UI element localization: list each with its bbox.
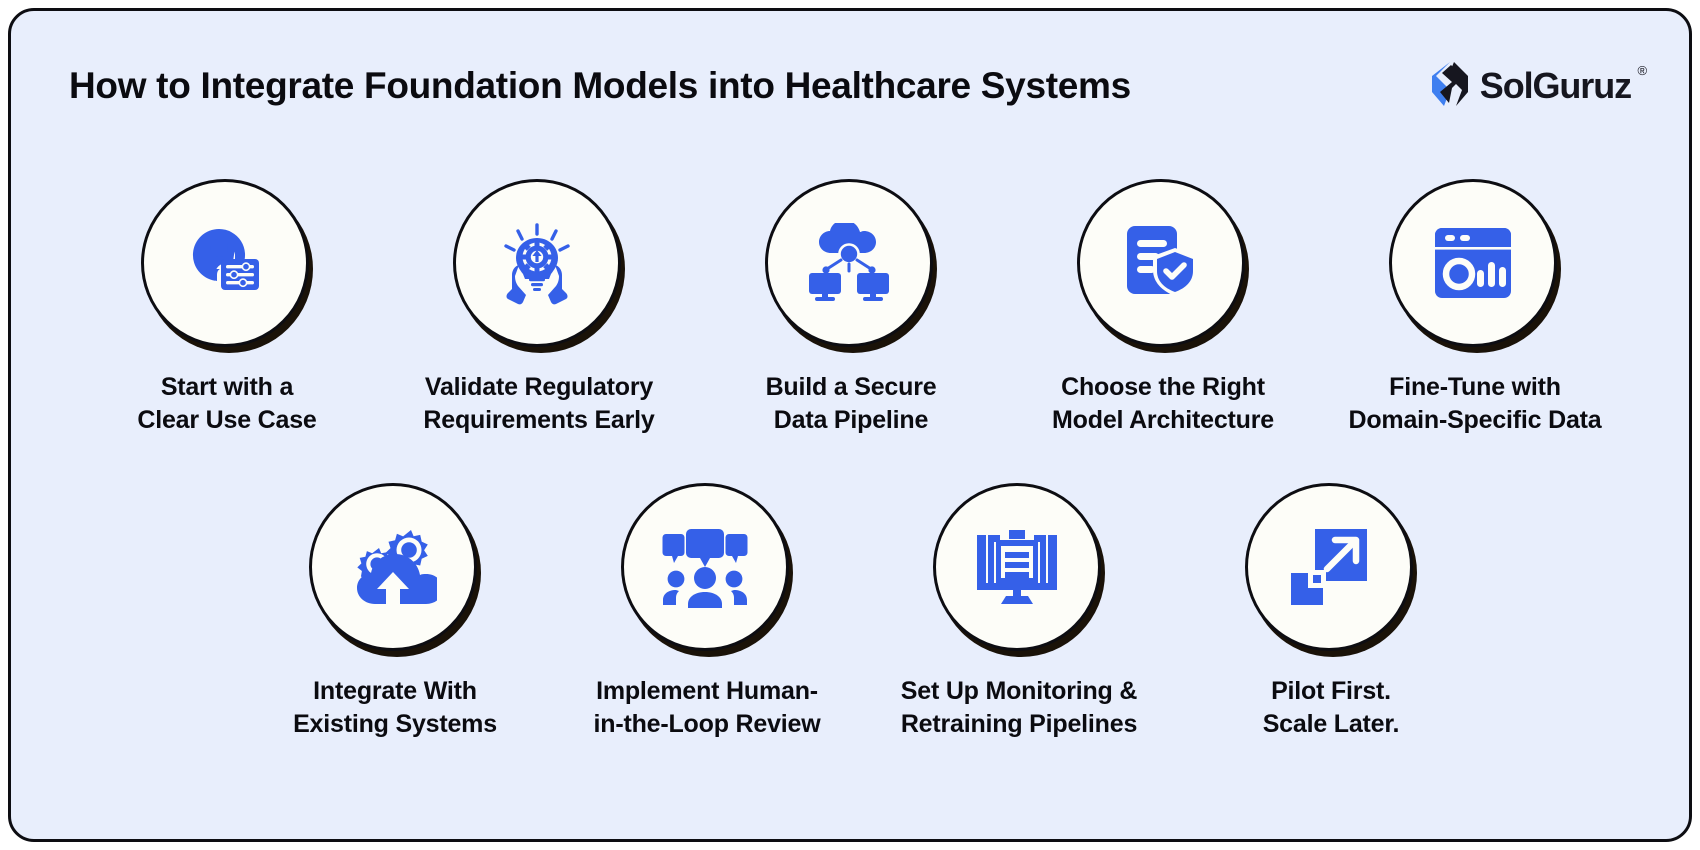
step-icon-badge-5 (1389, 179, 1561, 351)
step-circle-7 (621, 483, 789, 651)
step-circle-5 (1389, 179, 1557, 347)
infographic-frame: How to Integrate Foundation Models into … (8, 8, 1692, 842)
brand-logo: SolGuruz ® (1430, 59, 1647, 114)
step-card-3[interactable]: Build a Secure Data Pipeline (721, 179, 981, 437)
brand-logo-text: SolGuruz ® (1479, 63, 1647, 107)
step-card-9[interactable]: Pilot First. Scale Later. (1201, 483, 1461, 741)
steps-grid: Start with a Clear Use Case (11, 11, 1689, 839)
step-circle-8 (933, 483, 1101, 651)
step-circle-2 (453, 179, 621, 347)
page-title: How to Integrate Foundation Models into … (69, 65, 1131, 106)
step-card-1[interactable]: Start with a Clear Use Case (97, 179, 357, 437)
brand-logo-label: SolGuruz (1479, 65, 1632, 106)
step-card-7[interactable]: Implement Human- in-the-Loop Review (577, 483, 837, 741)
cloud-network-monitors-icon (805, 223, 893, 303)
step-icon-badge-7 (621, 483, 793, 655)
step-icon-badge-8 (933, 483, 1105, 655)
step-card-4[interactable]: Choose the Right Model Architecture (1033, 179, 1293, 437)
step-label-4: Choose the Right Model Architecture (1052, 373, 1274, 434)
step-icon-badge-4 (1077, 179, 1249, 351)
step-circle-1 (141, 179, 309, 347)
step-icon-badge-6 (309, 483, 481, 655)
solguruz-chevron-logo-icon (1430, 59, 1476, 114)
step-card-8[interactable]: Set Up Monitoring & Retraining Pipelines (889, 483, 1149, 741)
step-card-5[interactable]: Fine-Tune with Domain-Specific Data (1345, 179, 1605, 437)
step-label-5: Fine-Tune with Domain-Specific Data (1348, 373, 1602, 434)
header: How to Integrate Foundation Models into … (11, 51, 1689, 121)
step-circle-3 (765, 179, 933, 347)
monitor-clipboard-checklist-icon (975, 527, 1059, 607)
step-label-1: Start with a Clear Use Case (137, 373, 317, 434)
step-circle-6 (309, 483, 477, 651)
step-label-7: Implement Human- in-the-Loop Review (593, 677, 821, 738)
registered-trademark-icon: ® (1637, 63, 1648, 78)
step-label-3: Build a Secure Data Pipeline (765, 373, 937, 434)
browser-analytics-chart-icon (1433, 226, 1513, 300)
scale-up-expand-arrow-icon (1289, 527, 1369, 607)
step-circle-4 (1077, 179, 1245, 347)
people-speech-bubbles-icon (662, 526, 748, 608)
step-card-6[interactable]: Integrate With Existing Systems (265, 483, 525, 741)
step-icon-badge-1 (141, 179, 313, 351)
step-icon-badge-2 (453, 179, 625, 351)
document-shield-check-icon (1121, 222, 1201, 304)
step-icon-badge-9 (1245, 483, 1417, 655)
hands-holding-lightbulb-gear-icon (493, 221, 581, 305)
step-label-2: Validate Regulatory Requirements Early (423, 373, 655, 434)
step-card-2[interactable]: Validate Regulatory Requirements Early (409, 179, 669, 437)
step-circle-9 (1245, 483, 1413, 651)
user-profile-settings-icon (183, 221, 267, 305)
step-label-6: Integrate With Existing Systems (293, 677, 497, 738)
step-label-9: Pilot First. Scale Later. (1262, 677, 1400, 738)
step-label-8: Set Up Monitoring & Retraining Pipelines (900, 677, 1138, 738)
cloud-upload-gears-icon (349, 526, 437, 608)
step-icon-badge-3 (765, 179, 937, 351)
